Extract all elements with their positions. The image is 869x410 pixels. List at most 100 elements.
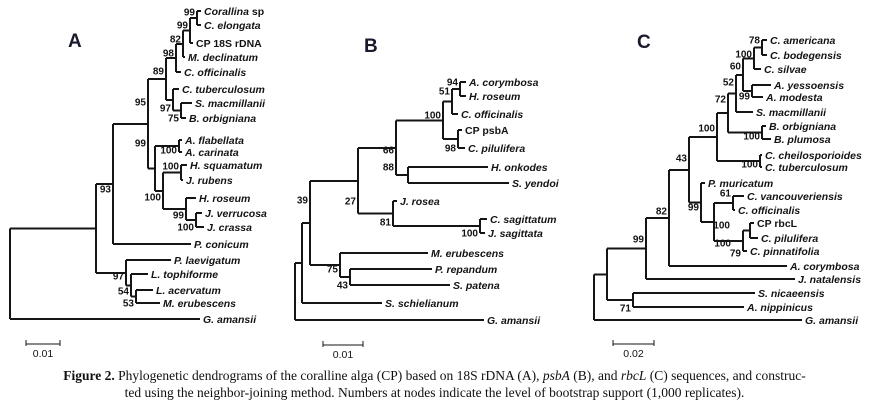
- taxon-label: S. yendoi: [512, 178, 560, 190]
- taxon-label: C. elongata: [204, 20, 261, 32]
- taxon-label: S. macmillanii: [195, 98, 266, 110]
- taxon-label: J. rubens: [186, 175, 233, 187]
- bootstrap-support-value: 61: [720, 189, 732, 200]
- taxon-label: A. yessoensis: [773, 80, 844, 92]
- bootstrap-support-value: 75: [168, 114, 180, 125]
- figure-caption: Figure 2. Phylogenetic dendrograms of th…: [0, 368, 869, 401]
- taxon-label: P. repandum: [435, 264, 497, 276]
- bootstrap-support-value: 71: [620, 304, 632, 315]
- bootstrap-support-value: 95: [135, 98, 147, 109]
- bootstrap-support-value: 99: [173, 211, 185, 222]
- taxon-label: S. macmillanii: [756, 107, 827, 119]
- bootstrap-support-value: 100: [144, 193, 161, 204]
- taxon-label: C. pilulifera: [468, 143, 525, 155]
- taxon-label: C. bodegensis: [770, 50, 842, 62]
- panel-label-a: A: [68, 31, 82, 52]
- taxon-label: C. officinalis: [461, 109, 523, 121]
- bootstrap-support-value: 54: [118, 287, 130, 298]
- taxon-label: C. pilulifera: [761, 233, 818, 245]
- bootstrap-support-value: 82: [656, 207, 668, 218]
- caption-text: (B), and: [569, 368, 621, 383]
- bootstrap-support-value: 99: [177, 21, 189, 32]
- taxon-label: G. amansii: [487, 315, 541, 327]
- taxon-label: M. erubescens: [431, 248, 504, 260]
- bootstrap-support-value: 97: [113, 272, 125, 283]
- taxon-label: J. verrucosa: [205, 208, 267, 220]
- bootstrap-support-value: 100: [743, 132, 760, 143]
- caption-text: (C) sequences, and construc-: [646, 368, 806, 383]
- bootstrap-support-value: 78: [749, 36, 761, 47]
- taxon-label: A. modesta: [765, 92, 823, 104]
- taxon-label: L. tophiforme: [151, 269, 218, 281]
- taxon-label: A. corymbosa: [789, 261, 860, 273]
- bootstrap-support-value: 99: [633, 235, 645, 246]
- taxon-label: C. vancouveriensis: [747, 191, 843, 203]
- taxon-label: C. americana: [770, 35, 836, 47]
- panel-label-c: C: [637, 32, 651, 53]
- bootstrap-support-value: 89: [153, 67, 165, 78]
- taxon-label: H. squamatum: [190, 160, 262, 172]
- scale-bar: 0.01: [25, 340, 61, 360]
- bootstrap-support-value: 43: [676, 154, 688, 165]
- bootstrap-support-value: 99: [688, 203, 700, 214]
- taxon-label: G. amansii: [805, 315, 859, 327]
- bootstrap-support-value: 94: [447, 78, 459, 89]
- caption-gene-psba: psbA: [542, 368, 570, 383]
- taxon-label: G. amansii: [203, 314, 257, 326]
- bootstrap-support-value: 72: [715, 95, 727, 106]
- bootstrap-support-value: 79: [730, 249, 742, 260]
- bootstrap-support-value: 81: [380, 218, 392, 229]
- taxon-label: P. conicum: [194, 239, 249, 251]
- bootstrap-support-value: 99: [739, 92, 751, 103]
- bootstrap-support-value: 82: [170, 35, 182, 46]
- caption-figure-number: Figure 2.: [63, 368, 115, 383]
- taxon-label: M. erubescens: [163, 298, 236, 310]
- taxon-label: B. orbigniana: [189, 113, 256, 125]
- taxon-label: B. orbigniana: [769, 121, 836, 133]
- scale-bar-label: 0.01: [33, 348, 54, 360]
- bootstrap-support-value: 100: [177, 223, 194, 234]
- bootstrap-support-value: 60: [730, 62, 742, 73]
- bootstrap-support-value: 100: [741, 160, 758, 171]
- scale-bar: 0.01: [322, 341, 364, 361]
- taxon-label: H. onkodes: [491, 162, 548, 174]
- bootstrap-support-value: 100: [713, 221, 730, 232]
- caption-line-1: Figure 2. Phylogenetic dendrograms of th…: [0, 368, 869, 385]
- taxon-label: J. crassa: [207, 222, 252, 234]
- caption-text: Phylogenetic dendrograms of the corallin…: [114, 368, 543, 383]
- taxon-label: C. cheilosporioides: [765, 150, 862, 162]
- taxon-label: A. carinata: [184, 147, 239, 159]
- caption-gene-rbcl: rbcL: [620, 368, 647, 383]
- bootstrap-support-value: 93: [100, 185, 112, 196]
- scale-bar: 0.02: [612, 340, 655, 360]
- taxon-label: A. corymbosa: [468, 77, 539, 89]
- bootstrap-support-value: 100: [160, 146, 177, 157]
- bootstrap-support-value: 98: [445, 144, 457, 155]
- taxon-label: J. rosea: [400, 196, 440, 208]
- panel-label-b: B: [364, 36, 378, 57]
- taxon-label: CP rbcL: [757, 218, 798, 230]
- taxon-label: M. declinatum: [188, 52, 258, 64]
- taxon-label: A. flabellata: [184, 135, 244, 147]
- scale-bar-label: 0.01: [333, 349, 354, 361]
- taxon-label: Corallina sp: [204, 6, 264, 18]
- taxon-label: J. sagittata: [488, 228, 543, 240]
- taxon-label: H. roseum: [469, 91, 520, 103]
- bootstrap-support-value: 75: [327, 265, 339, 276]
- bootstrap-support-value: 27: [345, 197, 357, 208]
- bootstrap-support-value: 100: [461, 229, 478, 240]
- scale-bar-label: 0.02: [623, 348, 644, 360]
- taxon-label: S. schielianum: [385, 298, 459, 310]
- taxon-label: J. natalensis: [798, 274, 861, 286]
- bootstrap-support-value: 53: [123, 299, 135, 310]
- taxon-label: B. plumosa: [774, 134, 831, 146]
- caption-line-2: ted using the neighbor-joining method. N…: [124, 384, 745, 400]
- taxon-label: P. laevigatum: [174, 255, 240, 267]
- bootstrap-support-value: 100: [714, 239, 731, 250]
- taxon-label: C. officinalis: [738, 205, 800, 217]
- bootstrap-support-value: 88: [383, 163, 395, 174]
- taxon-label: C. tuberculosum: [765, 162, 848, 174]
